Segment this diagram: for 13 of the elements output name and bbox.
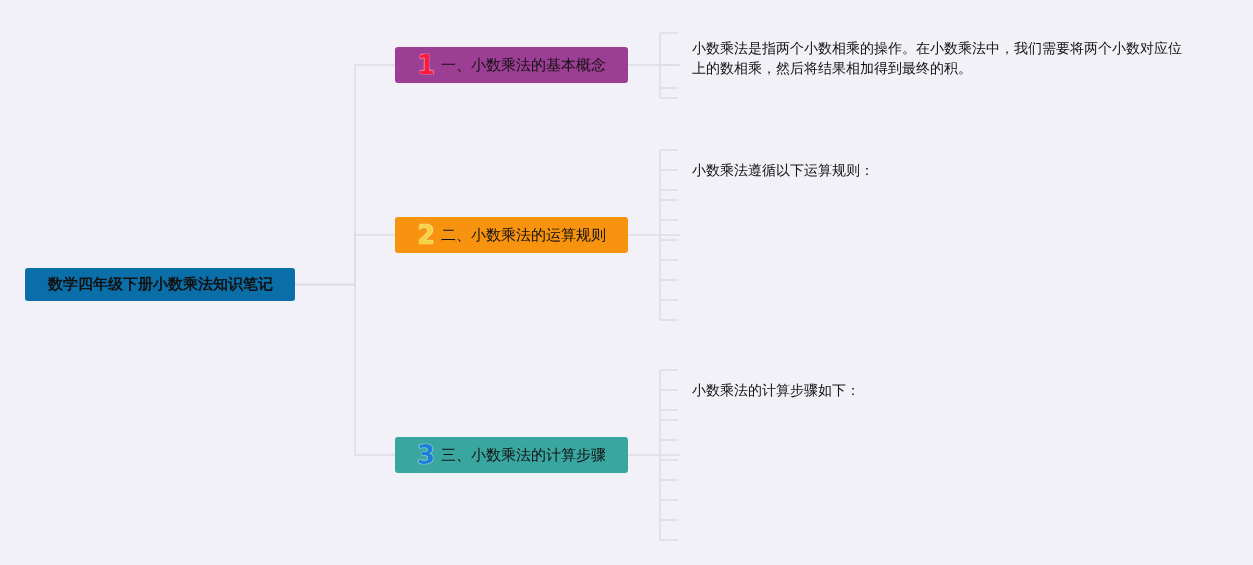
root-topic-box: 数学四年级下册小数乘法知识笔记 [25, 268, 295, 301]
topic-number: 2 [416, 222, 436, 248]
note-text: 小数乘法的计算步骤如下： [680, 380, 980, 540]
topic-title: 一、小数乘法的基本概念 [441, 55, 607, 75]
note-text: 小数乘法是指两个小数相乘的操作。在小数乘法中，我们需要将两个小数对应位上的数相乘，然后将结果相加得到最终的积。 [680, 38, 1190, 98]
topic-box [395, 47, 628, 83]
topic-box [395, 437, 628, 473]
topic-title: 二、小数乘法的运算规则 [441, 225, 607, 245]
topic-box [395, 217, 628, 253]
topic-title: 三、小数乘法的计算步骤 [441, 445, 607, 465]
topic-number: 1 [416, 52, 436, 78]
note-text: 小数乘法遵循以下运算规则： [680, 160, 980, 320]
topic-number: 3 [416, 442, 436, 468]
